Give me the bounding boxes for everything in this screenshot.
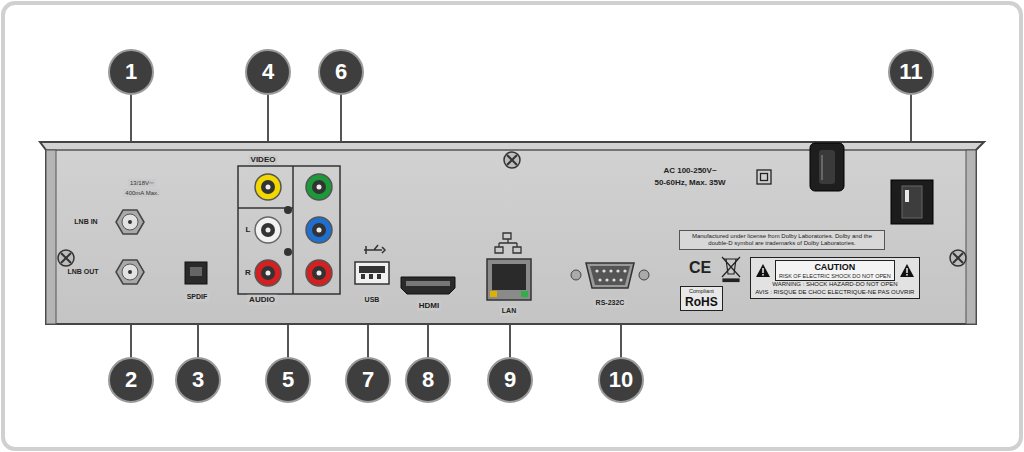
caution-heading: CAUTIONRISK OF ELECTRIC SHOCK DO NOT OPE… — [775, 260, 895, 281]
callout-number: 4 — [262, 60, 274, 83]
node-text: Manufactured under license from Dolby La… — [683, 233, 881, 247]
hdmi-port — [401, 277, 455, 294]
port-label: VIDEO — [249, 155, 278, 165]
rohs-badge: CompliantRoHS — [680, 286, 723, 311]
callout-number: 1 — [125, 60, 137, 83]
lan-port — [487, 233, 531, 300]
usb-port — [355, 245, 389, 284]
channel-label: R — [245, 269, 251, 277]
callout-number: 8 — [422, 368, 434, 391]
callout-number: 5 — [282, 368, 294, 391]
callout-number: 2 — [125, 368, 137, 391]
channel-label: L — [246, 226, 251, 234]
port-label: SPDIF — [185, 292, 210, 301]
callout-number: 7 — [362, 368, 374, 391]
weee-bin-symbol — [722, 257, 740, 282]
ce-mark: CE — [689, 260, 711, 277]
lnb-rating: 400mA Max. — [123, 189, 160, 197]
optical-port — [185, 262, 207, 284]
outer-frame — [3, 3, 1021, 449]
warning-triangle — [899, 263, 915, 278]
power-inlet — [810, 143, 844, 191]
callout-number: 3 — [192, 368, 204, 391]
port-label: AUDIO — [247, 295, 277, 305]
node-text: CAUTION — [779, 262, 891, 273]
node-text: AVIS : RISQUE DE CHOC ELECTRIQUE-NE PAS … — [755, 289, 915, 296]
port-label: LAN — [500, 306, 518, 315]
panel-body — [40, 142, 984, 324]
caution-label: CAUTIONRISK OF ELECTRIC SHOCK DO NOT OPE… — [750, 257, 920, 299]
port-label: USB — [363, 295, 382, 304]
caution-header: CAUTIONRISK OF ELECTRIC SHOCK DO NOT OPE… — [755, 260, 915, 281]
rca-jack-block — [238, 166, 340, 294]
node-text: Compliant — [685, 288, 718, 295]
f-connector — [116, 210, 144, 284]
port-label: LNB OUT — [67, 268, 98, 275]
callout-number: 11 — [899, 60, 922, 83]
license-notice-box: Manufactured under license from Dolby La… — [679, 230, 885, 250]
node-text: WARNING : SHOCK HAZARD-DO NOT OPEN — [755, 281, 915, 288]
callout-circle — [109, 50, 933, 402]
port-label: LNB IN — [74, 218, 97, 225]
db9-port — [571, 263, 649, 288]
callout-number: 6 — [335, 60, 347, 83]
lnb-rating: 13/18V⎓ — [128, 179, 156, 187]
port-label: HDMI — [417, 301, 441, 311]
callout-number: 10 — [609, 368, 633, 391]
port-label: RS-232C — [594, 298, 627, 307]
callout-number: 9 — [504, 368, 516, 391]
power-rating: 50-60Hz, Max. 35W — [654, 179, 725, 187]
power-switch — [891, 180, 933, 224]
double-insulation-symbol — [757, 170, 771, 184]
warning-triangle — [755, 263, 771, 278]
node-text: RoHS — [685, 295, 718, 309]
power-rating: AC 100-250V~ — [663, 167, 716, 175]
node-text: RISK OF ELECTRIC SHOCK DO NOT OPEN — [779, 273, 891, 280]
